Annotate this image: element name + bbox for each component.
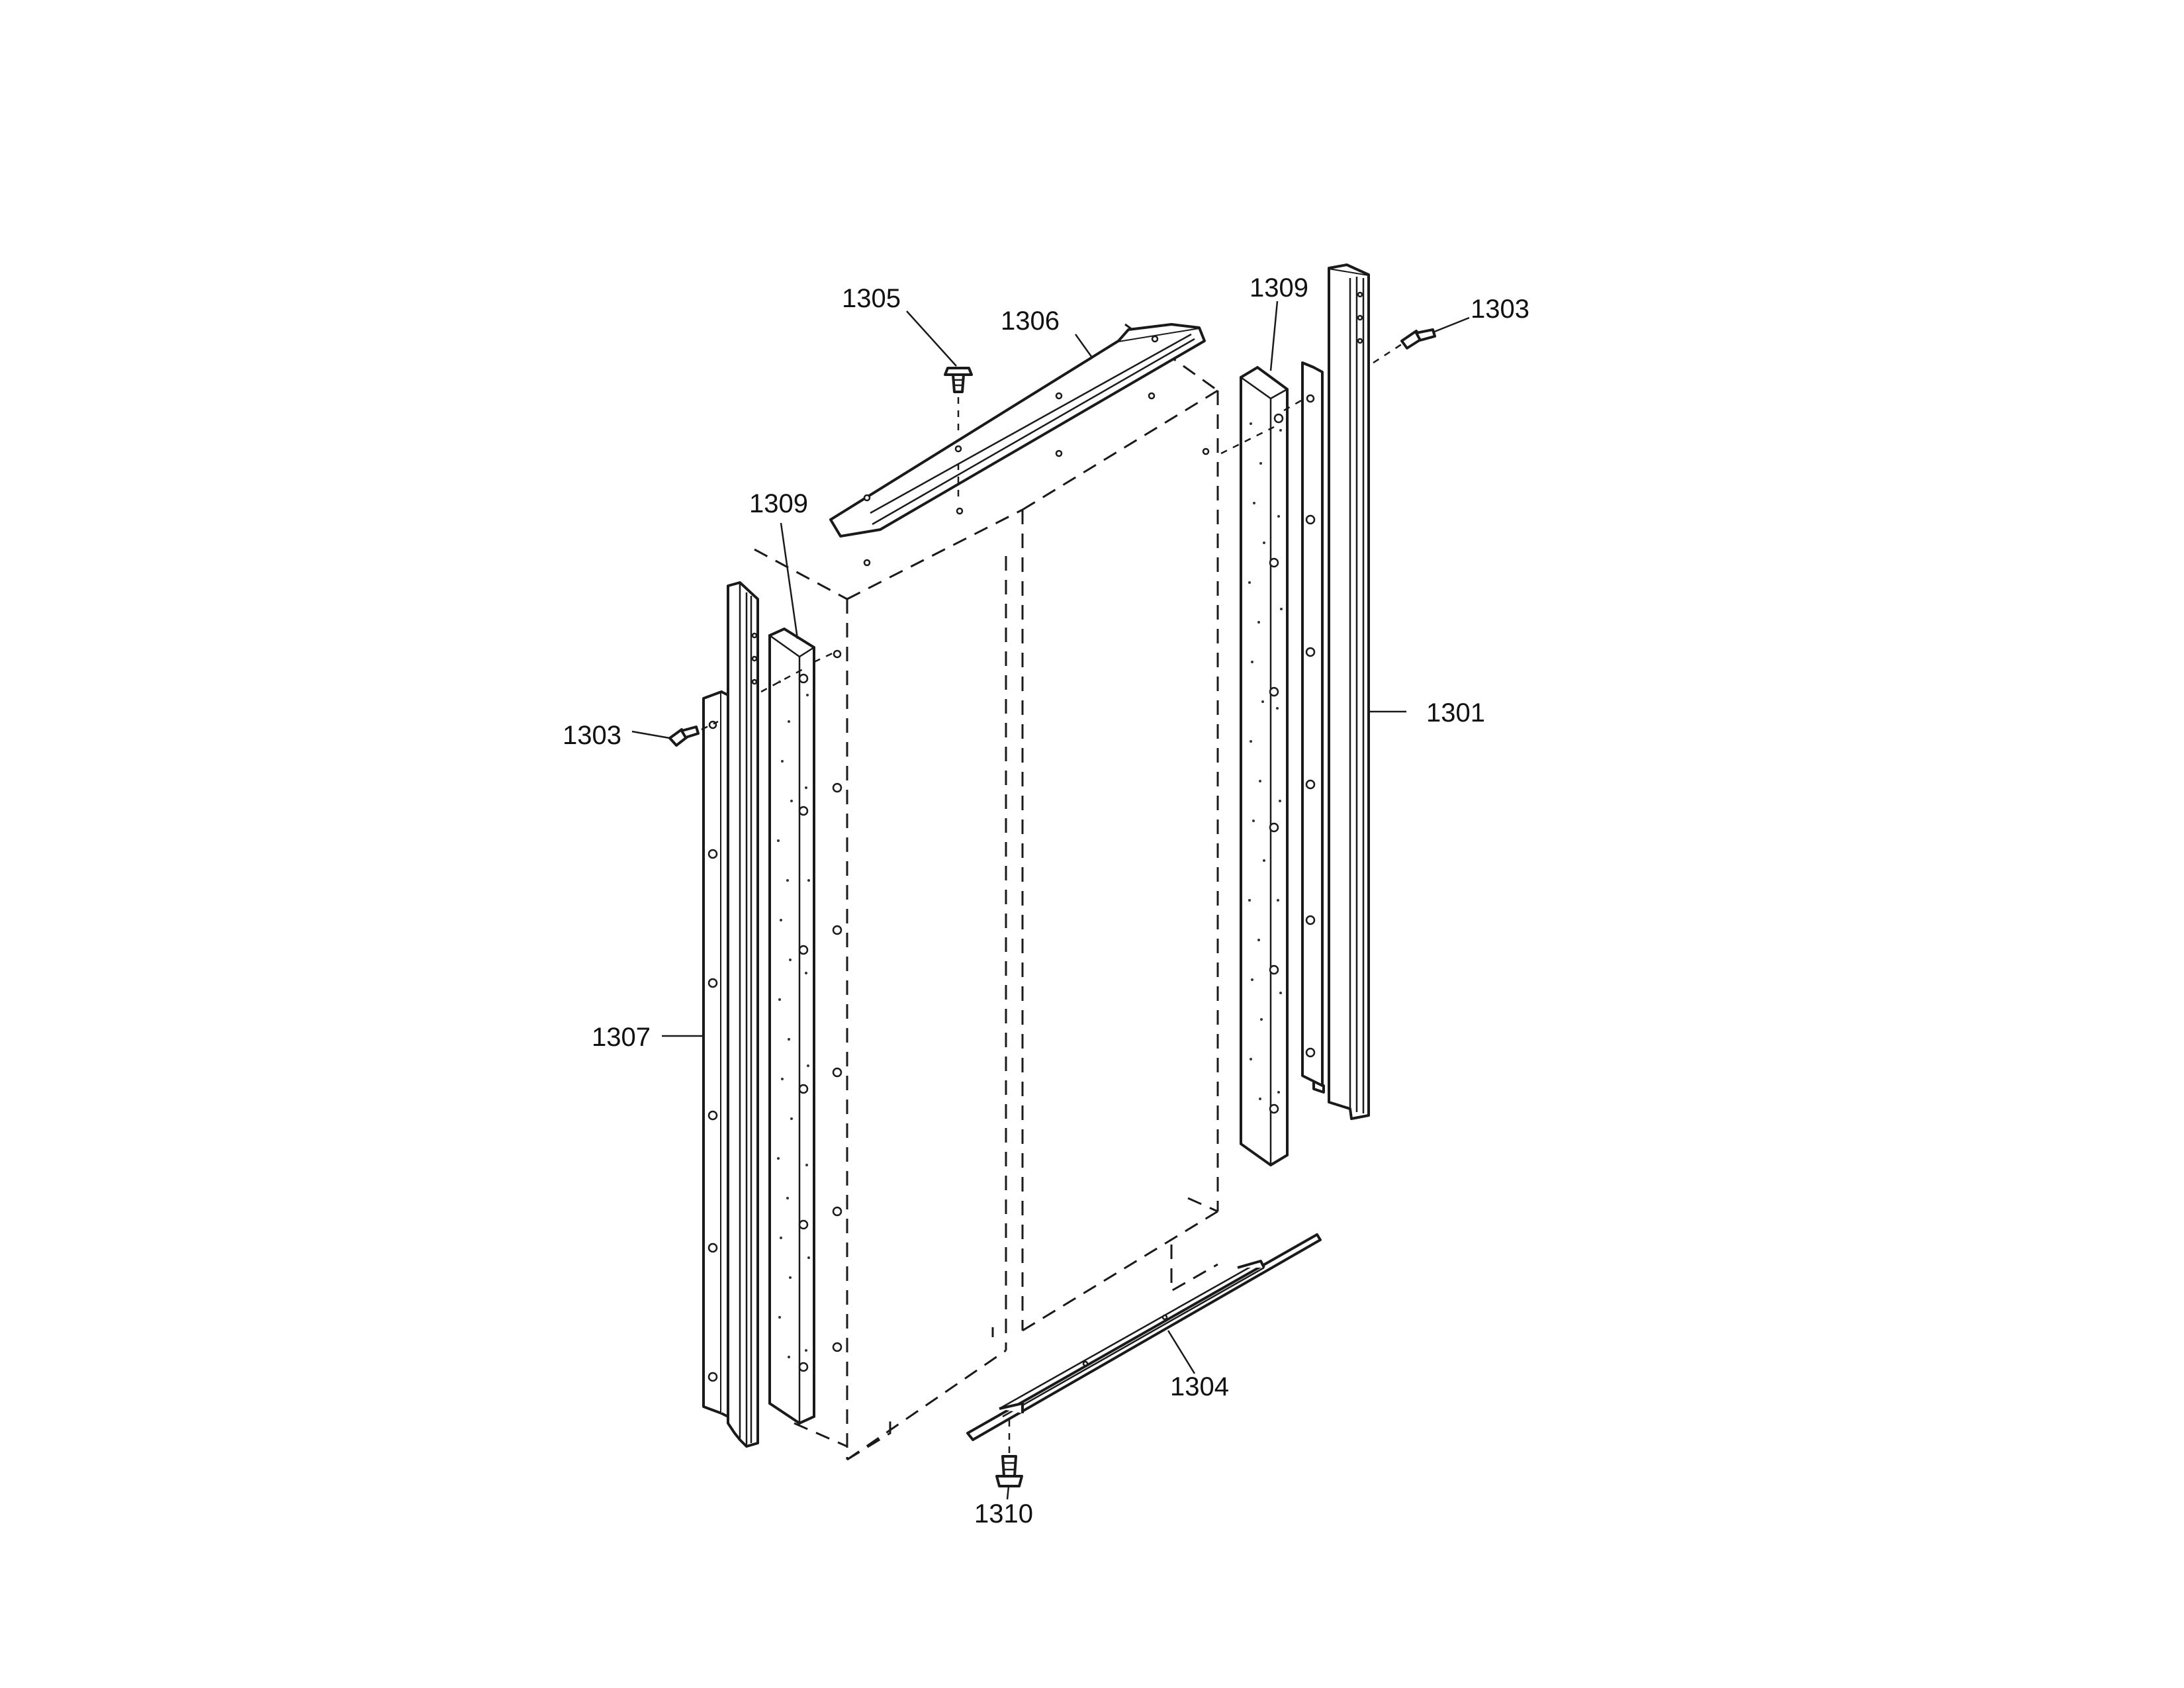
part-1310-screw	[995, 1420, 1023, 1487]
cabinet-outline-hidden	[754, 323, 1219, 1461]
callout-labels: 1305 1306 1309 1303 1309 1303 1301 1307 …	[563, 273, 1529, 1528]
callout-1309-right: 1309	[1250, 273, 1308, 303]
callout-1303-right: 1303	[1471, 295, 1529, 324]
part-1304-bottom-rail	[966, 1233, 1322, 1441]
part-1309-left-foam	[760, 627, 842, 1425]
part-1301-right-channel	[1328, 263, 1370, 1120]
cabinet-side-holes	[832, 782, 842, 1352]
callout-1304: 1304	[1170, 1372, 1229, 1401]
part-left-tall-channel	[727, 581, 759, 1448]
part-1306-top-bracket	[829, 323, 1206, 567]
callout-1303-left: 1303	[563, 721, 621, 750]
part-right-trim-strip	[1283, 361, 1325, 1094]
part-1303-right-screw	[1373, 328, 1436, 364]
part-1309-right-foam	[1202, 365, 1289, 1167]
callout-1301: 1301	[1426, 698, 1485, 727]
part-1307-left-channel	[702, 690, 729, 1418]
leader-lines	[631, 301, 1470, 1500]
callout-1310: 1310	[974, 1499, 1033, 1528]
callout-1306: 1306	[1001, 306, 1060, 336]
callout-1309-left: 1309	[749, 489, 808, 518]
callout-1307: 1307	[592, 1023, 651, 1052]
callout-1305: 1305	[842, 284, 901, 313]
part-1303-left-screw	[668, 720, 719, 747]
part-1305-screw	[944, 367, 973, 503]
